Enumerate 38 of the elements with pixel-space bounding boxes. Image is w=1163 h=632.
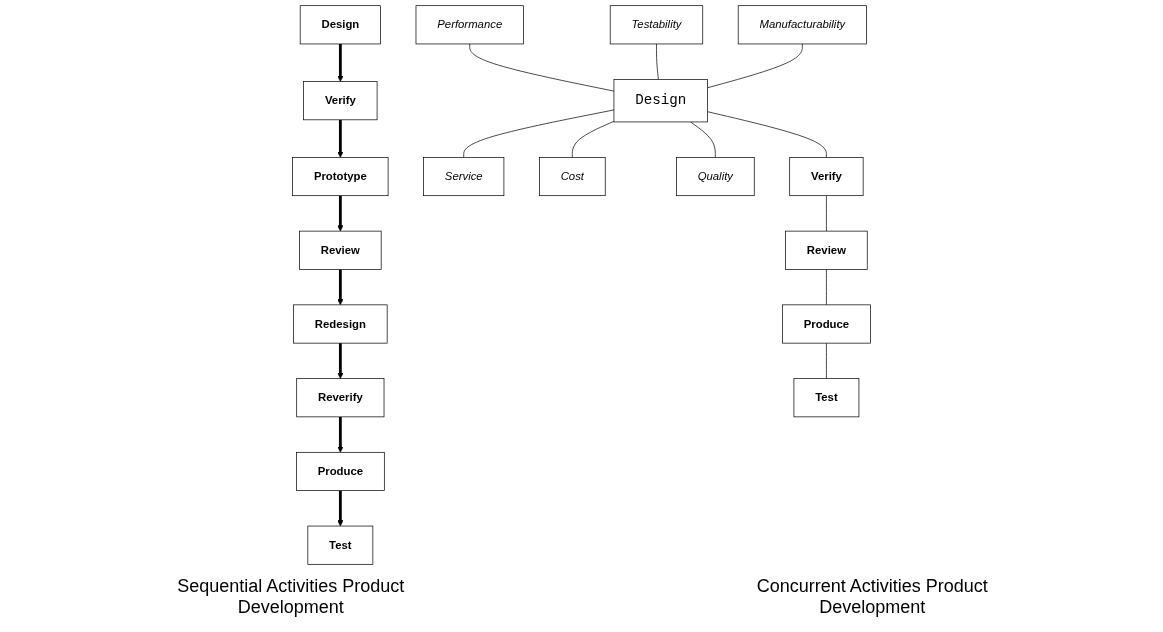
node-box: Verify — [303, 81, 378, 121]
node-box: Performance — [415, 5, 524, 45]
diagram-caption: Concurrent Activities Product Development — [755, 576, 989, 618]
connector — [469, 43, 615, 92]
diagram-caption: Sequential Activities Product Development — [176, 576, 406, 618]
connector — [707, 111, 827, 158]
arrow — [337, 343, 344, 379]
node-box: Manufacturability — [737, 5, 867, 45]
connector — [656, 43, 659, 80]
node-box: Testability — [609, 5, 704, 45]
node-box: Reverify — [296, 378, 385, 418]
connector — [826, 195, 827, 232]
node-box: Cost — [539, 157, 606, 197]
arrow — [337, 490, 344, 527]
node-box: Quality — [676, 157, 755, 197]
node-box: Review — [785, 230, 868, 270]
node-box: Redesign — [293, 304, 388, 344]
connector — [826, 269, 827, 306]
connector — [826, 342, 827, 379]
arrow — [337, 119, 344, 158]
node-box: Prototype — [292, 157, 389, 197]
node-box: Produce — [296, 451, 385, 491]
node-box: Design — [299, 5, 381, 45]
node-box: Service — [423, 157, 505, 197]
arrow — [337, 416, 344, 453]
node-box: Design — [613, 79, 708, 123]
node-box: Produce — [782, 304, 871, 344]
node-box: Verify — [789, 157, 864, 197]
connector — [707, 43, 803, 89]
node-box: Test — [307, 525, 374, 565]
node-box: Review — [299, 230, 382, 270]
arrow — [337, 269, 344, 306]
arrow — [337, 43, 344, 82]
node-box: Test — [793, 378, 860, 418]
connector — [690, 121, 716, 158]
arrow — [337, 195, 344, 232]
connector — [571, 120, 615, 158]
connector — [463, 109, 615, 158]
